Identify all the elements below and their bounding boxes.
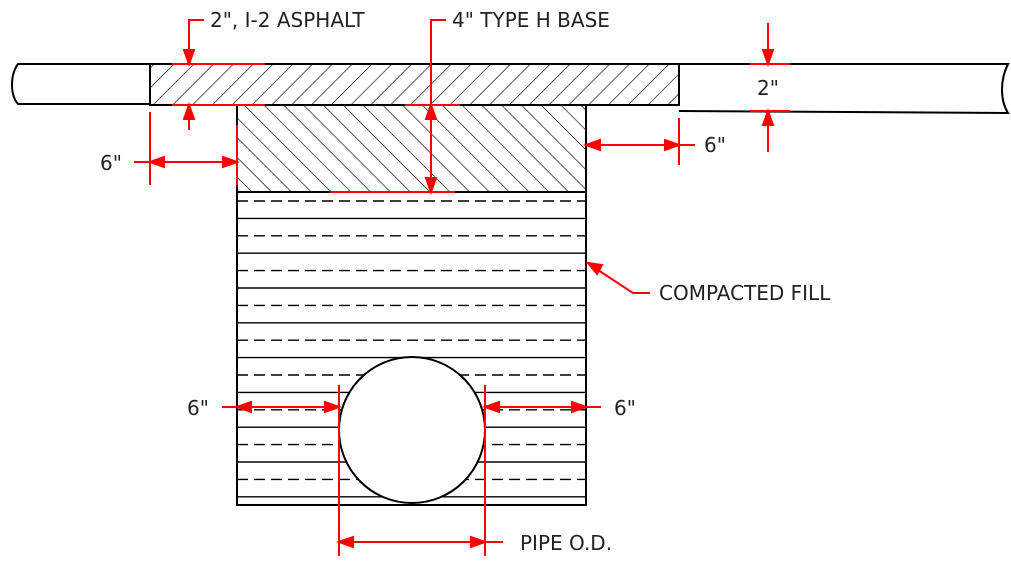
pipe-od-label: PIPE O.D. [520, 531, 612, 555]
type-h-base-layer [236, 104, 587, 193]
pipe [338, 356, 486, 504]
pipe-right-clearance-dimension [482, 400, 601, 414]
left-offset-dimension [134, 112, 240, 185]
pipe-od-dimension [336, 385, 503, 556]
existing-pavement-left [11, 63, 150, 105]
asphalt-layer [149, 63, 680, 106]
asphalt-leader [172, 19, 265, 130]
pipe-left-clearance-dimension [222, 400, 342, 414]
left-offset-label: 6" [100, 151, 122, 175]
compacted-fill-leader [585, 261, 650, 294]
pavement-thickness-label: 2" [757, 76, 779, 100]
base-label: 4" TYPE H BASE [452, 8, 610, 32]
pipe-left-clearance-label: 6" [187, 396, 209, 420]
base-leader [330, 19, 460, 195]
right-offset-dimension [583, 118, 695, 165]
compacted-fill-label: COMPACTED FILL [659, 281, 831, 305]
asphalt-label: 2", I-2 ASPHALT [210, 8, 365, 32]
right-offset-label: 6" [704, 133, 726, 157]
pavement-thickness-dimension [750, 23, 790, 152]
pipe-right-clearance-label: 6" [614, 396, 636, 420]
existing-pavement-right [678, 63, 1010, 115]
